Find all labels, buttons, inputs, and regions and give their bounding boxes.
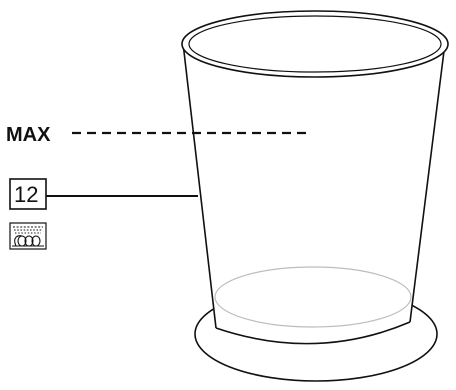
capacity-box xyxy=(9,178,47,210)
capacity-number: 12 xyxy=(14,182,38,207)
max-label: MAX xyxy=(6,124,51,146)
beaker-body xyxy=(182,42,446,345)
dishwasher-safe-icon xyxy=(9,222,47,250)
capacity-callout: 12 xyxy=(9,178,198,210)
max-marking: MAX xyxy=(6,124,310,146)
beaker-inner-bottom xyxy=(214,266,412,328)
beaker-rim xyxy=(181,10,449,78)
